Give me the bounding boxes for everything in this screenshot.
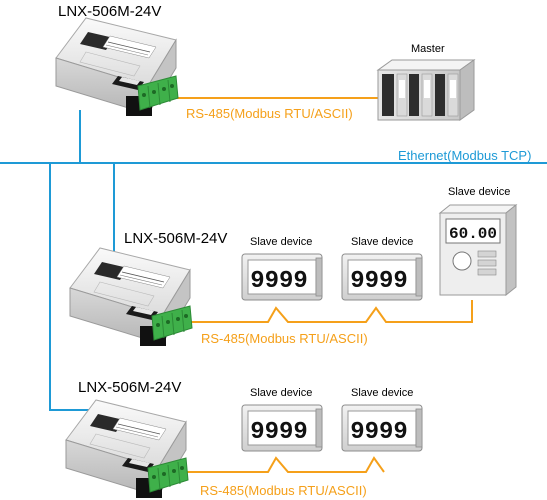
rs485-link-2: [180, 300, 473, 323]
slave-controller: [438, 203, 518, 297]
gateway-1-model: LNX-506M-24V: [58, 3, 162, 20]
rs485-link-2-label: RS-485(Modbus RTU/ASCII): [201, 331, 368, 346]
rs485-link-3-label: RS-485(Modbus RTU/ASCII): [200, 483, 367, 498]
slave-label-controller: Slave device: [448, 186, 511, 198]
master-plc: [376, 59, 476, 121]
rs485-link-1-label: RS-485(Modbus RTU/ASCII): [186, 106, 353, 121]
rs485-link-1: [165, 92, 396, 99]
meter-4-readout: 9999: [350, 419, 408, 446]
gateway-device-3: [65, 399, 189, 499]
rs485-link-3: [186, 456, 385, 473]
meter-2-readout: 9999: [350, 268, 408, 295]
master-label: Master: [411, 43, 445, 55]
slave-label-meter-1: Slave device: [250, 236, 313, 248]
controller-readout: 60.00: [449, 225, 497, 243]
slave-label-meter-3: Slave device: [250, 387, 313, 399]
meter-3-readout: 9999: [250, 419, 308, 446]
ethernet-label: Ethernet(Modbus TCP): [398, 148, 532, 163]
slave-label-meter-2: Slave device: [351, 236, 414, 248]
meter-1-readout: 9999: [250, 268, 308, 295]
gateway-2-model: LNX-506M-24V: [124, 230, 228, 247]
slave-label-meter-4: Slave device: [351, 387, 414, 399]
gateway-3-model: LNX-506M-24V: [78, 379, 182, 396]
gateway-device-1: [55, 17, 179, 117]
gateway-device-2: [69, 247, 193, 347]
